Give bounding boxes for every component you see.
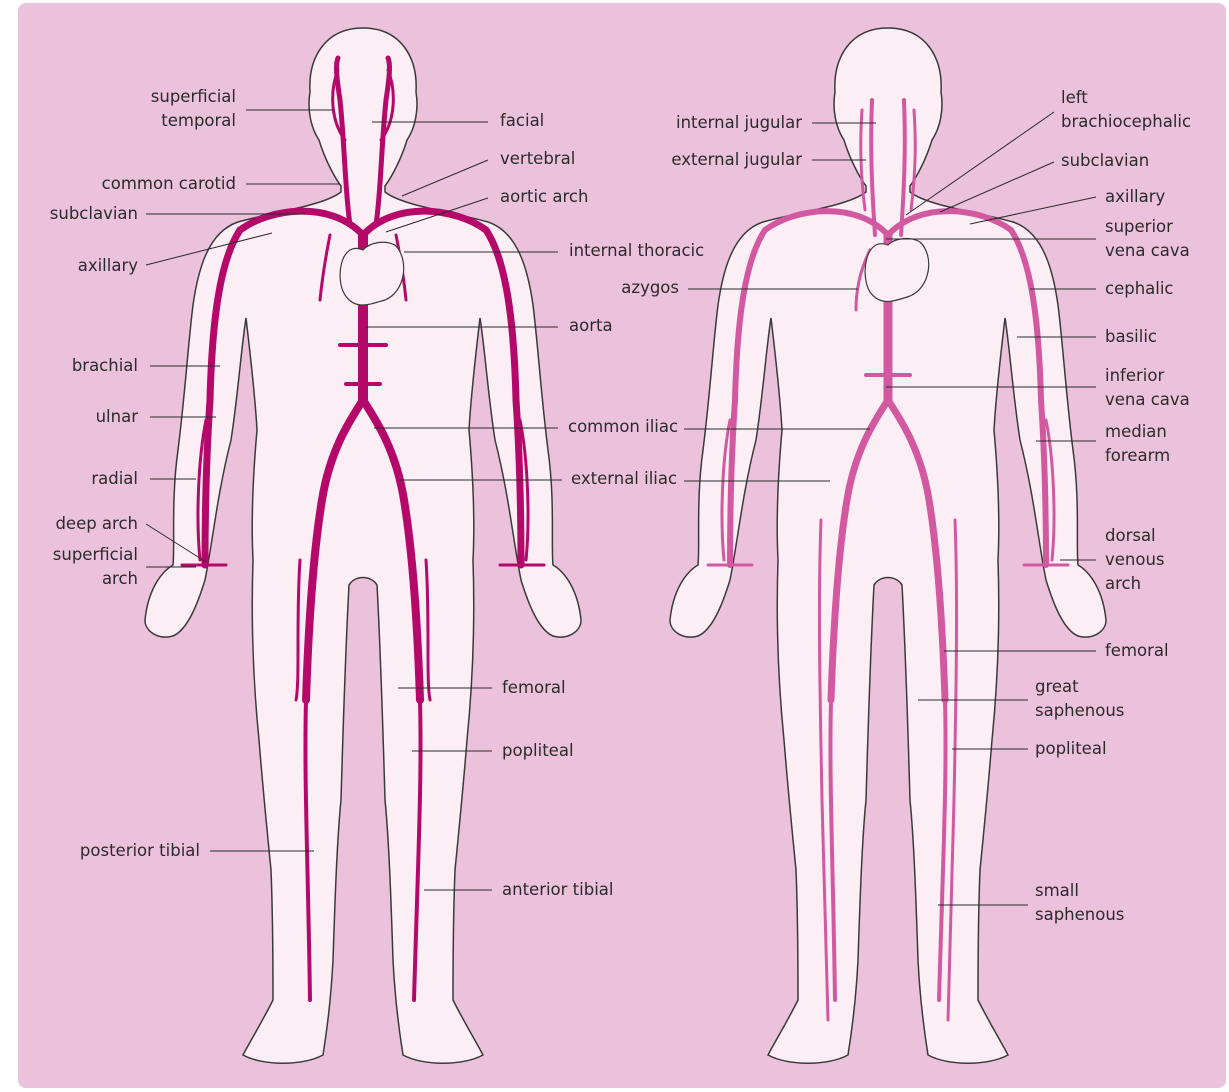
label-basilic: basilic (1105, 327, 1158, 346)
leader-lines (145, 109, 1097, 906)
label-azygos: azygos (621, 278, 679, 297)
label-internal-jugular: internal jugular (675, 113, 802, 132)
label-cephalic: cephalic (1105, 279, 1174, 298)
label-external-iliac: external iliac (571, 469, 678, 488)
label-radial: radial (91, 469, 138, 488)
label-anterior-tibial: anterior tibial (502, 880, 614, 899)
label-small-saphenous: small saphenous (1035, 881, 1125, 924)
label-facial: facial (500, 111, 545, 130)
label-common-iliac: common iliac (568, 417, 679, 436)
label-aorta: aorta (569, 316, 613, 335)
label-common-carotid: common carotid (101, 174, 236, 193)
label-aortic-arch: aortic arch (500, 187, 589, 206)
label-posterior-tibial: posterior tibial (79, 841, 200, 860)
label-ulnar: ulnar (95, 407, 138, 426)
label-popliteal-vein: popliteal (1035, 739, 1107, 758)
label-inferior-vena-cava: inferior vena cava (1105, 366, 1190, 409)
arterial-vessels (180, 55, 546, 1002)
label-great-saphenous: great saphenous (1035, 677, 1125, 720)
label-median-forearm: median forearm (1105, 422, 1171, 465)
label-axillary-vein: axillary (1105, 187, 1166, 206)
label-popliteal-artery: popliteal (502, 741, 574, 760)
label-external-jugular: external jugular (671, 150, 802, 169)
label-internal-thoracic: internal thoracic (569, 241, 705, 260)
label-vertebral: vertebral (500, 149, 576, 168)
label-brachial: brachial (71, 356, 138, 375)
label-deep-arch: deep arch (55, 514, 138, 533)
label-femoral-vein: femoral (1105, 641, 1169, 660)
label-left-brachiocephalic: left brachiocephalic (1061, 88, 1192, 131)
label-axillary: axillary (77, 256, 138, 275)
label-subclavian-vein: subclavian (1061, 151, 1150, 170)
heart-icon (339, 241, 405, 306)
diagram-background (18, 3, 1226, 1088)
label-superficial-temporal: superficial temporal (150, 87, 236, 130)
label-superior-vena-cava: superior vena cava (1105, 217, 1190, 260)
label-subclavian: subclavian (49, 204, 138, 223)
label-superficial-arch: superficial arch (52, 545, 138, 588)
label-dorsal-venous-arch: dorsal venous arch (1105, 526, 1165, 593)
venous-figure (669, 27, 1107, 1064)
arterial-figure (144, 27, 582, 1064)
label-femoral-artery: femoral (502, 678, 566, 697)
